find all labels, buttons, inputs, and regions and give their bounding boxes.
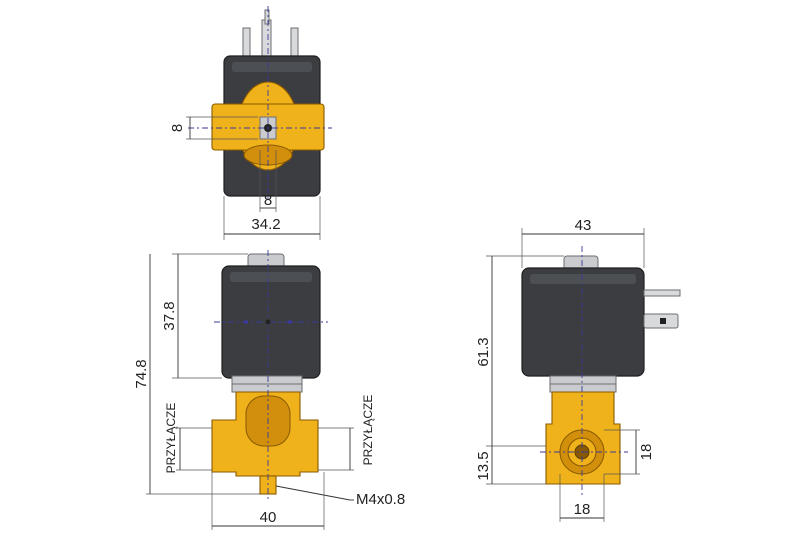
front-view: 37.8 74.8 PRZYŁĄCZE PRZYŁĄCZE M4x0.8 40: [133, 250, 405, 530]
side-coil-body: [521, 267, 645, 377]
front-dim-coil-height: 37.8: [161, 301, 178, 330]
side-dim-port-size-v: 18: [638, 444, 655, 461]
front-label-ports-left: PRZYŁĄCZE: [164, 403, 178, 474]
top-view: 8 8 34.2: [169, 6, 332, 240]
front-dim-thread: M4x0.8: [356, 491, 405, 508]
side-dim-height: 61.3: [475, 337, 492, 366]
front-label-ports-right: PRZYŁĄCZE: [361, 395, 375, 466]
top-dim-height: 8: [169, 124, 186, 132]
side-dim-port-height: 13.5: [475, 451, 492, 480]
side-view: 43 61.3 13.5 18 18: [475, 217, 681, 522]
side-connector-pins-icon: [643, 289, 681, 329]
top-dim-width: 8: [264, 192, 272, 209]
top-dim-body: 34.2: [251, 216, 280, 233]
front-dim-total-height: 74.8: [133, 359, 150, 388]
front-dim-port-width: 40: [260, 509, 277, 526]
side-dim-width: 43: [575, 217, 592, 234]
connector-pins-icon: [242, 9, 299, 59]
side-dim-port-size-h: 18: [574, 501, 591, 518]
